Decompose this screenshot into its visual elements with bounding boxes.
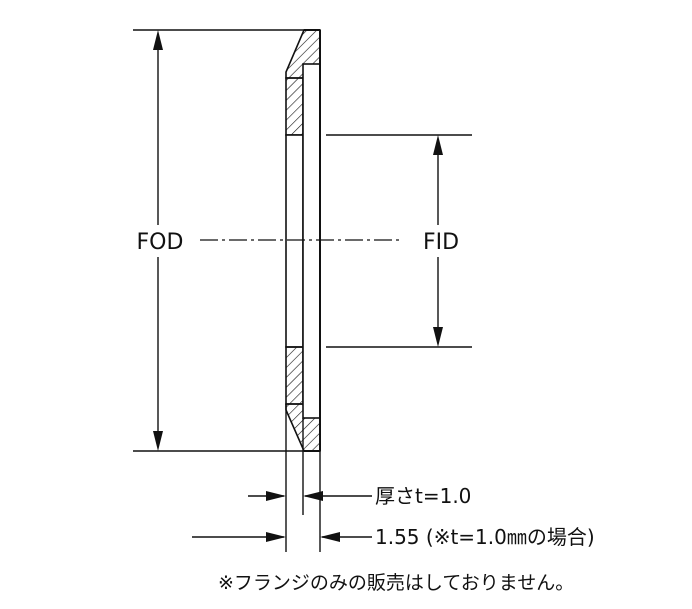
offset-dimension: 1.55 (※t=1.0㎜の場合) (192, 525, 595, 549)
back-plate (302, 63, 321, 419)
fid-arrow-top-icon (433, 135, 443, 155)
fid-arrow-bottom-icon (433, 327, 443, 347)
offset-arrow-left-icon (266, 532, 286, 542)
fid-dimension: FID (326, 134, 472, 348)
fid-label: FID (423, 230, 459, 255)
thickness-dimension: 厚さt=1.0 (248, 484, 471, 508)
offset-arrow-right-icon (320, 532, 340, 542)
fod-arrow-bottom-icon (153, 431, 163, 451)
thickness-arrow-right-icon (303, 491, 323, 501)
fod-arrow-top-icon (153, 30, 163, 50)
fod-label: FOD (137, 230, 184, 255)
upper-hatched-section (285, 77, 304, 136)
fod-dimension: FOD (133, 29, 304, 452)
offset-label: 1.55 (※t=1.0㎜の場合) (375, 525, 595, 549)
flange-cross-section (285, 29, 321, 452)
lower-hatched-section (285, 346, 304, 405)
inner-face (285, 134, 304, 348)
thickness-arrow-left-icon (266, 491, 286, 501)
sales-note: ※フランジのみの販売はしておりません。 (218, 572, 574, 594)
thickness-label: 厚さt=1.0 (375, 484, 471, 508)
